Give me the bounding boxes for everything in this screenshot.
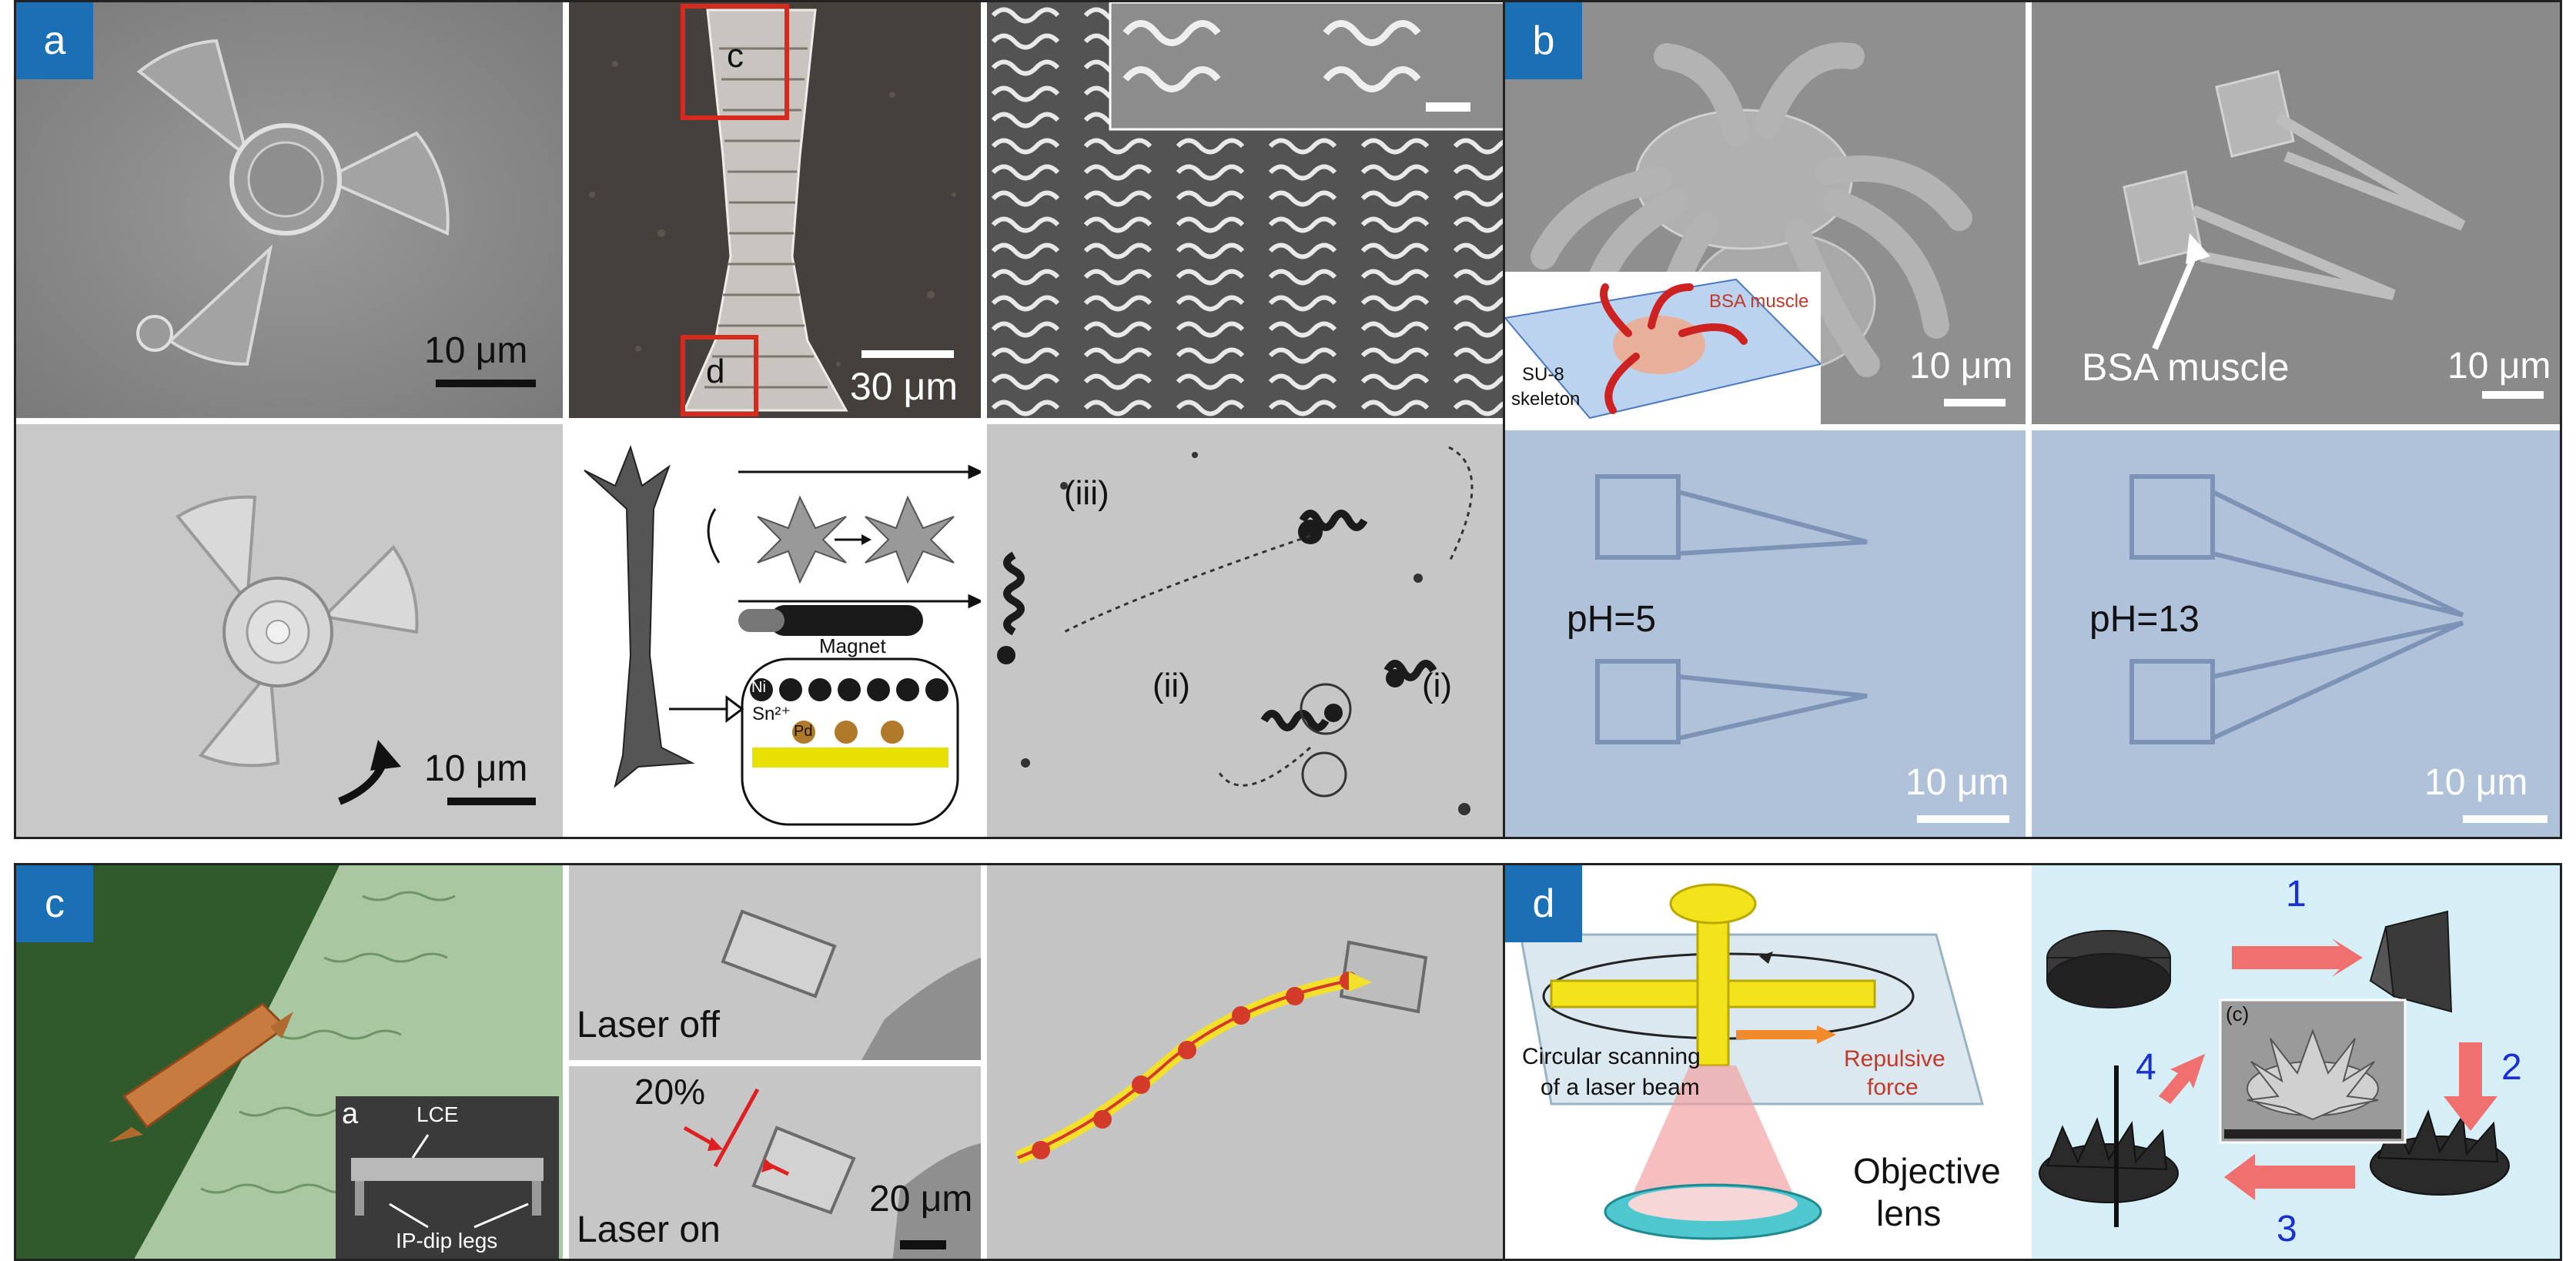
c-scale-bar [900,1240,946,1249]
b-bsa-muscle-label: BSA muscle [2082,346,2290,389]
b-scale-4-bar [2463,815,2548,823]
a-helix-array [987,2,1507,418]
c-legs-label: IP-dip legs [396,1229,498,1253]
d-rotor-schematic: Circular scanning of a laser beam Repuls… [1505,865,2026,1259]
panel-c: c a LCE IP-dip legs [14,863,1509,1261]
a-scale-3-bar [447,798,536,805]
b-spider-inset: BSA muscle SU-8 skeleton [1505,272,1821,424]
d-step-1: 1 [2286,874,2307,915]
ph13-image [2032,430,2560,837]
panel-a: a 10 μm [14,0,1509,839]
d-repulsive-label-2: force [1867,1075,1919,1100]
a-rotor-optical: 10 μm [16,424,563,837]
rotor-schematic-image [1519,883,1984,1240]
c-laser-on: 20% Laser on 20 μm [569,1066,981,1259]
c-scale-label: 20 μm [869,1179,973,1219]
c-walker-inset: a LCE IP-dip legs [336,1096,559,1259]
rotor-optical-image [16,424,563,837]
d-step-3: 3 [2277,1209,2297,1249]
a-roman-ii: (ii) [1153,667,1190,704]
a-sn-label: Sn²⁺ [752,704,791,724]
panel-d-badge: d [1505,865,1582,942]
b-ph13-optical: pH=13 10 μm [2032,430,2560,837]
panel-c-badge: c [16,865,93,942]
a-tube-sem: c d 30 μm [569,2,981,418]
schematic-image [584,444,981,826]
a-scale-2-bar [861,350,954,358]
a-scale-2-label: 30 μm [850,365,958,408]
walker-inset-image [336,1096,559,1259]
a-roman-iii: (iii) [1064,474,1109,512]
c-trajectory [987,865,1507,1259]
b-scale-3-label: 10 μm [1905,762,2009,803]
c-laser-off: Laser off [569,865,981,1060]
b-inset-bsa-label: BSA muscle [1709,291,1809,312]
b-ph13-label: pH=13 [2089,599,2200,640]
panel-d: d Circular scanning of a laser beam Repu… [1503,863,2562,1261]
c-laser-off-label: Laser off [577,1005,720,1045]
c-walker-sem: a LCE IP-dip legs [16,865,563,1259]
steps-image [2032,865,2560,1259]
b-scale-2-bar [2482,391,2544,399]
laser-off-image [569,865,981,1060]
a-helix-optical: (iii) (ii) (i) [987,424,1507,837]
b-scale-1-label: 10 μm [1909,346,2013,386]
tube-sem-image [569,2,981,418]
a-roman-i: (i) [1422,667,1453,704]
panel-a-badge: a [16,2,93,79]
d-repulsive-label-1: Repulsive [1844,1046,1945,1072]
helix-optical-image [987,424,1507,837]
b-scale-2-label: 10 μm [2447,346,2551,386]
b-spider-sem: BSA muscle SU-8 skeleton 10 μm [1505,2,2026,424]
d-circular-label-2: of a laser beam [1541,1075,1700,1100]
c-laser-on-label: Laser on [577,1209,721,1250]
b-scale-4-label: 10 μm [2424,762,2528,803]
a-scale-3-label: 10 μm [424,748,528,789]
a-rotor-sem: 10 μm [16,2,563,418]
c-percent-label: 20% [634,1072,706,1112]
a-box-c-label: c [727,37,744,75]
bsa-sem-image [2032,2,2560,424]
c-lce-label: LCE [417,1102,459,1126]
a-scale-1-bar [436,380,536,387]
b-ph5-optical: pH=5 10 μm [1505,430,2026,837]
d-steps: 1 2 3 4 (c) [2032,865,2560,1259]
b-ph5-label: pH=5 [1567,599,1657,640]
b-su8-label: SU-8 [1522,364,1564,385]
d-objective-label-2: lens [1876,1193,1942,1233]
a-scale-1-label: 10 μm [424,330,528,371]
b-scale-3-bar [1917,815,2009,823]
trajectory-image [987,865,1507,1259]
d-step-2: 2 [2501,1047,2522,1088]
d-circular-label-1: Circular scanning [1522,1044,1701,1069]
a-box-d-label: d [706,353,725,390]
rotor-sem-image [16,2,563,418]
b-scale-1-bar [1944,399,2006,406]
b-bsa-sem: BSA muscle 10 μm [2032,2,2560,424]
helix-array-image [987,2,1507,418]
d-inset-c-label: (c) [2226,1002,2250,1025]
a-ni-label: Ni [751,679,766,696]
a-schematic: Magnet Ni Sn²⁺ Pd [569,424,981,837]
b-skeleton-label: skeleton [1511,389,1581,410]
spider-inset-image [1505,278,1821,420]
ph5-image [1505,430,2026,837]
d-objective-label-1: Objective [1853,1151,2001,1191]
panel-b: b [1503,0,2562,839]
d-step-4: 4 [2136,1047,2156,1088]
laser-on-image [569,1066,981,1259]
panel-b-badge: b [1505,2,1582,79]
c-inset-a-label: a [342,1098,359,1130]
a-magnet-label: Magnet [819,634,886,657]
a-pd-label: Pd [794,723,813,740]
